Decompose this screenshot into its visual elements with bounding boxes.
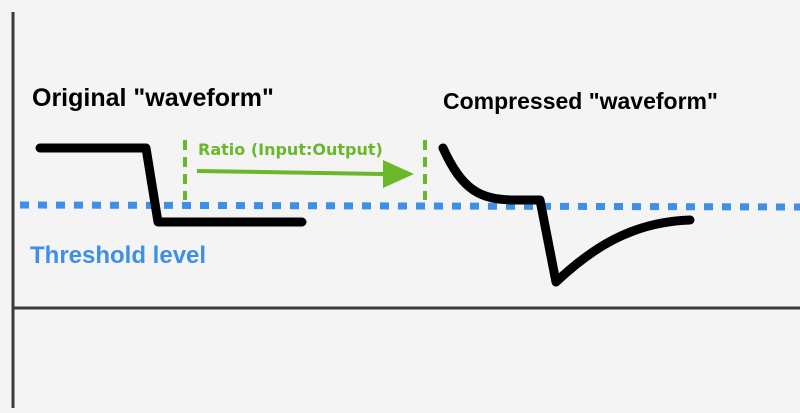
ratio-arrow-head xyxy=(383,160,414,188)
compressed-waveform xyxy=(438,143,695,287)
threshold-line xyxy=(19,201,800,211)
ratio-label: Ratio (Input:Output) xyxy=(198,140,383,159)
threshold-label: Threshold level xyxy=(30,242,207,269)
original-waveform-title: Original "waveform" xyxy=(32,84,274,112)
original-waveform xyxy=(35,143,307,227)
ratio-arrow-shaft xyxy=(196,169,386,176)
compressed-waveform-title: Compressed "waveform" xyxy=(443,88,718,114)
